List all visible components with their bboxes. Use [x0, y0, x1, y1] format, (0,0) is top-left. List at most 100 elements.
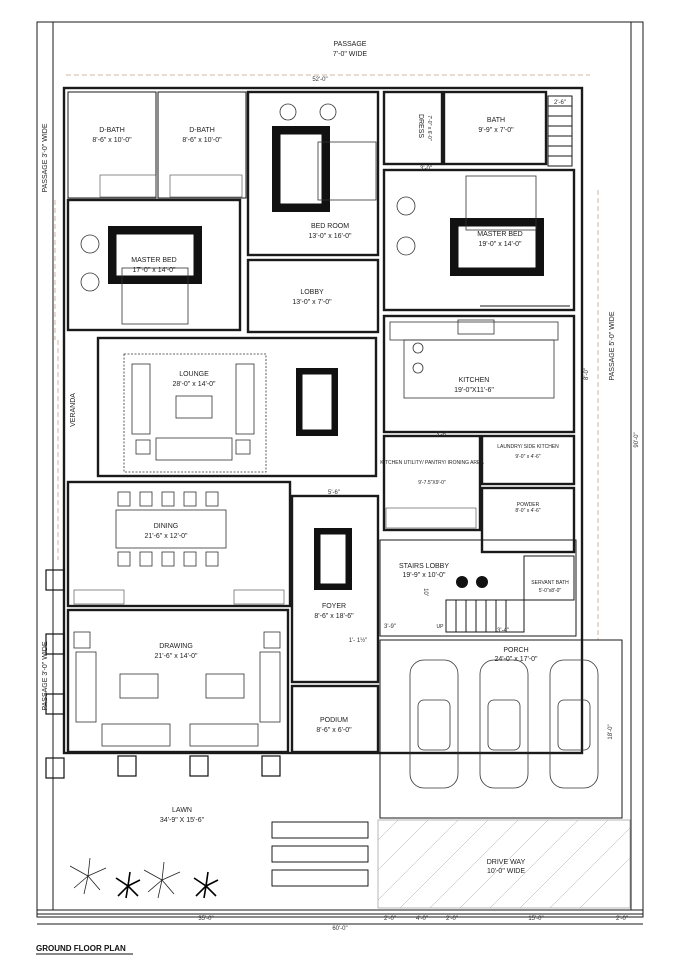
lounge-rug	[123, 353, 267, 473]
car-2	[479, 659, 529, 789]
laundry-dim: 9'-0" x 4'-6"	[515, 454, 540, 460]
foyer-name: FOYER	[322, 603, 346, 610]
veranda-label: VERANDA	[70, 393, 77, 427]
dim-3-9: 3'-9"	[384, 624, 396, 630]
lawn-name: LAWN	[172, 807, 192, 814]
lounge-name: LOUNGE	[179, 371, 209, 378]
lounge-sofa-bottom	[155, 437, 233, 461]
stair-treads	[455, 600, 507, 632]
lounge-table	[175, 395, 213, 419]
porch-dim: 24'-0" x 17'-0"	[494, 656, 538, 663]
dim-3-6: 3'-6"	[436, 432, 448, 438]
plot-boundary	[36, 21, 644, 918]
driveway-name: DRIVE WAY	[487, 859, 526, 866]
dbath-2-dim: 8'-6" x 10'-0"	[182, 137, 222, 144]
dim-bottom-left: 35'-0"	[198, 916, 213, 922]
lounge-carpet-inner	[301, 373, 333, 431]
utility-name: KITCHEN UTILITY/ PANTRY/ IRONING AREA	[380, 460, 484, 466]
podium-name: PODIUM	[320, 717, 348, 724]
master-bed-left-walls	[66, 198, 242, 332]
foyer-carpet-inner	[319, 533, 347, 585]
dining-chairs	[117, 491, 219, 567]
planter-2	[476, 576, 488, 588]
dining-name: DINING	[154, 523, 179, 530]
stair-up-label: UP	[437, 624, 445, 630]
driveway-dim: 10'-0" WIDE	[487, 868, 525, 875]
dress-walls	[382, 90, 444, 166]
dim-3-0: 3'-0"	[420, 166, 432, 172]
master-bed-right-name: MASTER BED	[477, 231, 523, 238]
car-1	[409, 659, 459, 789]
bedroom-chair-1	[279, 103, 297, 121]
dress-name: DRESS	[417, 114, 424, 138]
kitchen-dim: 19'-0"X11'-6"	[454, 387, 494, 394]
plan-title: GROUND FLOOR PLAN	[36, 944, 126, 953]
powder-name: POWDER	[517, 502, 540, 508]
servant-bath-walls	[523, 555, 575, 601]
master-left-chair-2	[80, 272, 100, 292]
dim-bottom-seg1: 2'-0"	[384, 916, 396, 922]
lawn-step-2	[271, 845, 369, 863]
top-width-dim: 52'-0"	[312, 77, 327, 83]
stairs-lobby-walls	[379, 539, 577, 637]
master-bed-left-name: MASTER BED	[131, 257, 177, 264]
dim-2-6: 2'-6"	[554, 100, 566, 106]
kitchen-stool-2	[412, 362, 424, 374]
utility-dim: 9'-7.5"X9'-0"	[418, 480, 446, 486]
drawing-table-1	[119, 673, 159, 699]
stairs-lobby-dim: 19'-9" x 10'-0"	[402, 572, 446, 579]
master-bed-left-dim: 17'-0" x 14'-0"	[132, 267, 176, 274]
dim-18-0: 18'-0"	[608, 724, 614, 739]
dim-bottom-seg3: 2'-0"	[446, 916, 458, 922]
master-bed-right-dim: 19'-0" x 14'-0"	[478, 241, 522, 248]
dim-right-total: 90'-0"	[634, 432, 640, 447]
lounge-side-1	[135, 439, 151, 455]
lawn-step-1	[271, 821, 369, 839]
drawing-sofa-left	[75, 651, 97, 723]
passage-top-name: PASSAGE	[334, 41, 367, 48]
kitchen-name: KITCHEN	[459, 377, 490, 384]
passage-right: PASSAGE 5'-0" WIDE	[609, 311, 616, 380]
dim-3-4: 3'-4"	[497, 628, 509, 634]
dim-bottom-seg4: 15'-0"	[528, 916, 543, 922]
dim-8-0: 8'-0"	[584, 368, 590, 380]
top-stair	[547, 95, 573, 167]
passage-left-top: PASSAGE 3'-0" WIDE	[42, 123, 49, 192]
lawn-step-3	[271, 869, 369, 887]
lobby-dim: 13'-0" x 7'-0"	[292, 299, 332, 306]
drawing-sofa-bottom-1	[101, 723, 171, 747]
dim-5-6: 5'-6"	[328, 490, 340, 496]
plant-dark-icon	[115, 871, 219, 899]
kitchen-stool-1	[412, 342, 424, 354]
drawing-walls	[66, 608, 290, 754]
master-bed-right-bed	[465, 175, 537, 231]
drawing-dim: 21'-6" x 14'-0"	[154, 653, 198, 660]
kitchen-hob	[457, 319, 495, 335]
master-right-chair-2	[396, 236, 416, 256]
bedroom-dim: 13'-0" x 16'-0"	[308, 233, 352, 240]
utility-walls	[382, 434, 482, 532]
servant-bath-name: SERVANT BATH	[531, 580, 569, 586]
planter-1	[456, 576, 468, 588]
plant-icon	[69, 857, 181, 899]
lounge-walls	[96, 336, 378, 478]
master-right-chair-1	[396, 196, 416, 216]
lobby-walls	[246, 258, 380, 334]
dim-bottom-seg2: 4'-0"	[416, 916, 428, 922]
pillars	[45, 569, 281, 779]
master-bed-right-walls	[382, 168, 576, 312]
kitchen-counter	[389, 321, 559, 341]
dining-sideboard-2	[233, 589, 285, 605]
dim-10: 10'	[422, 588, 428, 596]
lobby-name: LOBBY	[300, 289, 324, 296]
master-bed-right-rug-inner	[457, 225, 537, 269]
stair-flight	[445, 599, 525, 633]
lounge-dim: 28'-0" x 14'-0"	[172, 381, 216, 388]
dbath-2-name: D-BATH	[189, 127, 215, 134]
powder-walls	[480, 486, 576, 554]
dim-1-1-2: 1'- 1½"	[349, 637, 368, 644]
dim-bottom-total: 60'-0"	[332, 926, 347, 932]
lounge-sofa-right	[235, 363, 255, 435]
dress-dim: 7'-0" x 6'-0"	[426, 115, 432, 140]
drawing-name: DRAWING	[159, 643, 193, 650]
